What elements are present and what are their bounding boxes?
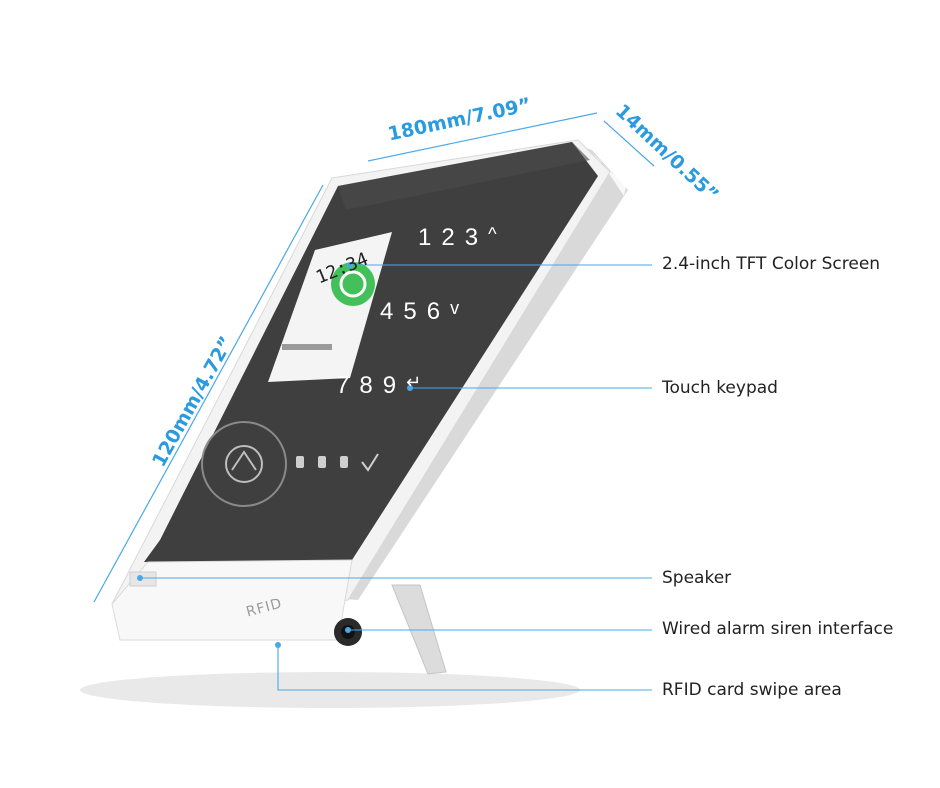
callout-speaker: Speaker — [662, 568, 732, 588]
keypad-row-2: 4 5 6 v — [380, 298, 459, 326]
callout-touch-keypad: Touch keypad — [662, 378, 778, 398]
bottom-panel — [111, 559, 353, 641]
keypad-row-3: 7 8 9 ↵ — [336, 372, 421, 400]
depth-dimension-line — [603, 120, 655, 167]
key-4[interactable]: 4 — [380, 298, 394, 325]
screen-arm-icon — [331, 262, 375, 306]
check-icon — [361, 453, 379, 472]
arm-icon — [296, 456, 304, 468]
key-6[interactable]: 6 — [426, 298, 441, 325]
keypad-row-1: 1 2 3 ^ — [418, 224, 497, 252]
callout-tft-screen: 2.4-inch TFT Color Screen — [662, 254, 881, 274]
key-enter[interactable]: ↵ — [406, 372, 422, 392]
key-2[interactable]: 2 — [441, 224, 455, 251]
home-button-ring — [201, 421, 287, 507]
key-down[interactable]: v — [450, 298, 460, 318]
speaker-grille — [129, 571, 157, 587]
disarm-icon — [318, 456, 326, 468]
callout-rfid-area: RFID card swipe area — [662, 680, 842, 700]
callout-siren-interface: Wired alarm siren interface — [662, 619, 894, 639]
key-5[interactable]: 5 — [403, 298, 417, 325]
width-dimension-line — [367, 112, 598, 162]
callout-line-rfid — [277, 645, 652, 691]
key-up[interactable]: ^ — [488, 224, 497, 244]
key-7[interactable]: 7 — [336, 372, 350, 399]
key-3[interactable]: 3 — [464, 224, 479, 251]
home-icon — [225, 445, 263, 483]
home-arm-icon — [340, 456, 348, 468]
height-dimension-line — [93, 184, 324, 603]
key-8[interactable]: 8 — [359, 372, 373, 399]
key-1[interactable]: 1 — [418, 224, 432, 251]
key-9[interactable]: 9 — [382, 372, 397, 399]
glass-face — [144, 142, 598, 562]
